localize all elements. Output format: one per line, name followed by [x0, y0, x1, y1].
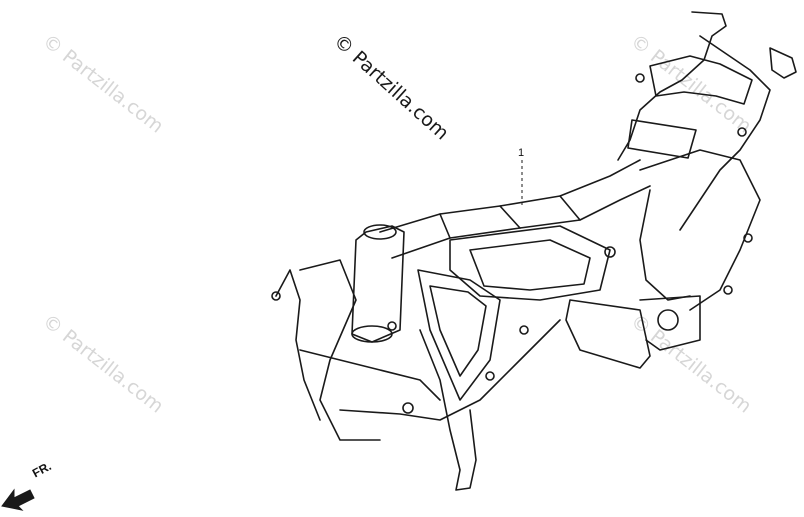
- steering-head-top: [363, 224, 397, 240]
- rear-side-rail: [679, 35, 771, 231]
- left-downtube-outer: [275, 269, 321, 421]
- main-spine-top: [379, 159, 641, 233]
- left-downtube: [299, 259, 381, 441]
- pivot-bracket: [639, 295, 701, 351]
- arrow-left-down-icon: [1, 488, 35, 511]
- pivot-hole: [657, 309, 679, 331]
- steering-head-bottom: [351, 325, 393, 343]
- front-crossmember: [299, 349, 441, 401]
- rear-subframe: [639, 149, 761, 311]
- gusset-inner: [429, 285, 487, 377]
- cradle-box: [449, 225, 611, 301]
- rear-upper-rail: [617, 11, 727, 161]
- main-spine-lower: [391, 185, 651, 259]
- spine-cross-3: [559, 195, 581, 221]
- spine-cross-1: [439, 213, 451, 239]
- lower-cradle: [339, 319, 561, 421]
- right-downtube: [419, 329, 477, 491]
- shock-tower: [639, 189, 691, 301]
- steering-head: [351, 225, 405, 343]
- callout-number: 1: [518, 147, 524, 159]
- pivot-plate: [565, 299, 651, 369]
- spine-cross-2: [499, 205, 521, 229]
- rear-tab: [769, 47, 797, 79]
- rear-brace: [627, 119, 697, 159]
- rear-cross-upper: [649, 55, 753, 105]
- front-gusset: [417, 269, 501, 401]
- cradle-inner: [469, 239, 591, 291]
